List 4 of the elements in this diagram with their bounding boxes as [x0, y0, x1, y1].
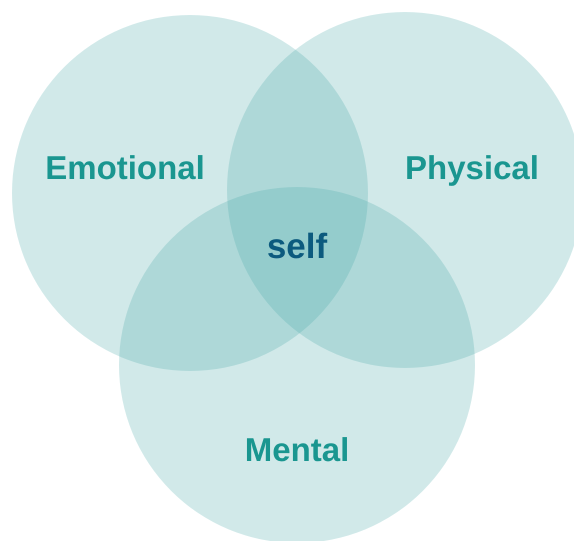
circle-label: Mental: [244, 431, 350, 469]
circle-label: Emotional: [45, 149, 205, 187]
circle-label: Physical: [405, 149, 539, 187]
center-label: self: [266, 227, 328, 267]
